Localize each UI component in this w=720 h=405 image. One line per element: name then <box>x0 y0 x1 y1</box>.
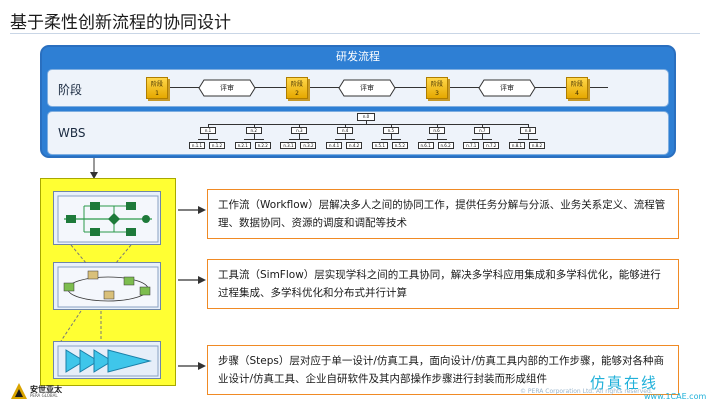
stage-band-label: 阶段 <box>58 83 83 97</box>
wbs-root-node: n.0 <box>357 113 375 121</box>
wbs-level1-node: n.8 <box>520 127 536 134</box>
wbs-level1-stem <box>253 124 255 127</box>
wbs-level2-node: n.5.2 <box>391 142 408 149</box>
stage-box-3-label: 阶段 3 <box>430 81 443 97</box>
review-node-2: 评审 <box>338 79 396 97</box>
review-node-3-label: 评审 <box>500 84 514 92</box>
wbs-level2-bar <box>243 139 264 140</box>
wbs-level1-node: n.1 <box>200 127 216 134</box>
review-hexagon-icon <box>198 79 256 97</box>
simflow-diagram-icon <box>57 266 159 308</box>
layer-dashed-links <box>60 244 132 342</box>
review-node-2-label: 评审 <box>360 84 374 92</box>
logo-sub: PERA GLOBAL <box>30 393 58 398</box>
wbs-level2-node: n.4.2 <box>346 142 363 149</box>
wbs-level2-node: n.3.1 <box>280 142 297 149</box>
wbs-level2-node: n.2.2 <box>254 142 271 149</box>
workflow-thumbnail <box>53 191 161 245</box>
stage-box-1-label: 阶段 1 <box>150 81 163 97</box>
wbs-level2-bar <box>518 139 538 140</box>
wbs-level2-node: n.8.1 <box>509 142 525 149</box>
wbs-level1-node: n.6 <box>428 127 445 134</box>
review-node-1: 评审 <box>198 79 256 97</box>
workflow-pointer-arrow-icon <box>178 206 206 214</box>
title-underline <box>10 33 700 34</box>
wbs-level1-stem <box>436 124 438 127</box>
watermark-url: www.1CAE.com <box>644 392 707 401</box>
stage-box-4: 阶段 4 <box>566 77 588 99</box>
simflow-thumbnail <box>53 262 161 310</box>
wbs-level2-stem <box>345 134 347 139</box>
wbs-level1-node: n.4 <box>337 127 354 134</box>
stage-box-3: 阶段 3 <box>426 77 448 99</box>
wbs-level2-node: n.2.1 <box>234 142 251 149</box>
wbs-level2-node: n.1.2 <box>209 142 225 149</box>
watermark-text: 仿真在线 <box>590 374 659 392</box>
wbs-level2-stem <box>482 134 484 139</box>
wbs-level1-node: n.7 <box>474 127 491 134</box>
wbs-level2-node: n.3.2 <box>300 142 317 149</box>
wbs-level2-node: n.1.1 <box>189 142 205 149</box>
wbs-level2-bar <box>289 139 310 140</box>
wbs-level2-node: n.6.1 <box>417 142 434 149</box>
workflow-diagram-icon <box>57 195 159 243</box>
pera-logo-icon <box>11 383 27 399</box>
wbs-level1-stem <box>208 124 209 127</box>
wbs-level2-stem <box>208 134 209 139</box>
steps-chevron-icon <box>57 345 159 377</box>
steps-thumbnail <box>53 341 161 379</box>
wbs-level2-stem <box>528 134 529 139</box>
company-logo: 安世亚太 PERA GLOBAL <box>10 382 84 402</box>
wbs-level2-bar <box>426 139 447 140</box>
wbs-level2-node: n.5.1 <box>371 142 388 149</box>
wbs-level2-bar <box>335 139 356 140</box>
wbs-level2-node: n.8.2 <box>529 142 545 149</box>
wbs-level1-stem <box>390 124 392 127</box>
wbs-level2-stem <box>253 134 255 139</box>
wbs-level2-bar <box>380 139 401 140</box>
logo-name: 安世亚太 <box>30 385 62 394</box>
copyright-text: © PERA Corporation Ltd. All rights reser… <box>520 388 653 395</box>
wbs-level1-bar <box>208 124 528 125</box>
process-down-arrow-icon <box>90 158 98 179</box>
wbs-level1-node: n.2 <box>245 127 262 134</box>
stage-box-2: 阶段 2 <box>286 77 308 99</box>
wbs-level1-node: n.3 <box>291 127 308 134</box>
wbs-level2-node: n.4.1 <box>326 142 343 149</box>
wbs-level1-stem <box>345 124 347 127</box>
stage-band: 阶段 阶段 1 评审 阶段 2 评审 阶段 3 评审 阶段 4 <box>47 69 669 107</box>
wbs-level1-stem <box>299 124 301 127</box>
wbs-root-stem <box>366 121 367 124</box>
steps-description: 步骤（Steps）层对应于单一设计/仿真工具，面向设计/仿真工具内部的工作步骤，… <box>207 345 679 395</box>
wbs-level2-node: n.7.1 <box>463 142 480 149</box>
review-hexagon-icon <box>478 79 536 97</box>
wbs-level2-stem <box>436 134 438 139</box>
wbs-level2-node: n.6.2 <box>437 142 454 149</box>
layer-thumbnail-panel <box>40 178 176 386</box>
rd-process-frame: 研发流程 阶段 阶段 1 评审 阶段 2 评审 阶段 3 评审 阶段 4 WBS… <box>40 45 676 158</box>
workflow-description: 工作流（Workflow）层解决多人之间的协同工作，提供任务分解与分派、业务关系… <box>207 189 679 239</box>
review-node-1-label: 评审 <box>220 84 234 92</box>
simflow-description: 工具流（SimFlow）层实现学科之间的工具协同，解决多学科应用集成和多学科优化… <box>207 259 679 309</box>
wbs-level2-bar <box>472 139 493 140</box>
wbs-level1-stem <box>482 124 484 127</box>
wbs-level2-bar <box>198 139 218 140</box>
review-hexagon-icon <box>338 79 396 97</box>
stage-box-2-label: 阶段 2 <box>290 81 303 97</box>
wbs-level2-stem <box>299 134 301 139</box>
page-title: 基于柔性创新流程的协同设计 <box>10 13 231 33</box>
wbs-level1-node: n.5 <box>382 127 399 134</box>
wbs-level1-stem <box>528 124 529 127</box>
wbs-level2-node: n.7.2 <box>483 142 500 149</box>
stage-box-4-label: 阶段 4 <box>570 81 583 97</box>
steps-pointer-arrow-icon <box>178 362 206 370</box>
simflow-pointer-arrow-icon <box>178 276 206 284</box>
wbs-level2-stem <box>390 134 392 139</box>
wbs-band-label: WBS <box>58 126 86 140</box>
rd-process-header: 研发流程 <box>336 50 380 63</box>
stage-box-1: 阶段 1 <box>146 77 168 99</box>
review-node-3: 评审 <box>478 79 536 97</box>
